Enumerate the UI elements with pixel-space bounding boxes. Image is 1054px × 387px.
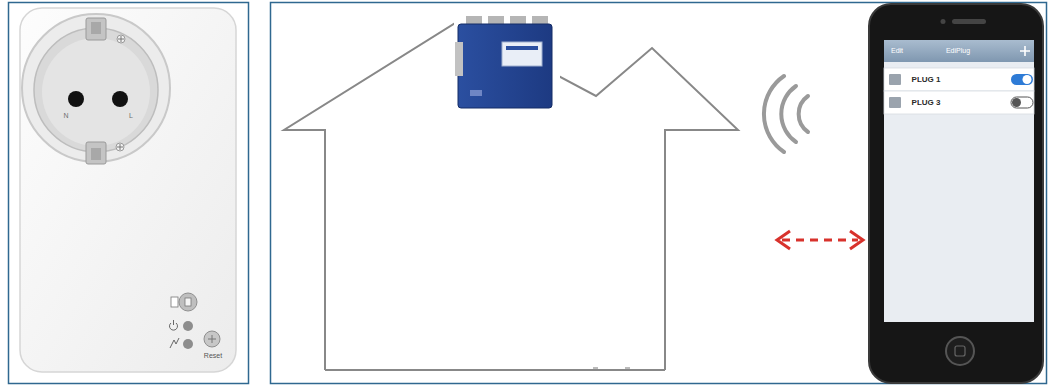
socket-pin-label: L — [129, 112, 133, 120]
wireless-link-arrow — [777, 231, 863, 249]
plug-row-label: PLUG 3 — [912, 99, 941, 108]
button-label: Reset — [204, 352, 222, 360]
ventilation-unit — [454, 14, 560, 112]
socket-pin-label: N — [63, 112, 68, 120]
app-title: EdiPlug — [946, 47, 970, 55]
wifi-signal — [764, 76, 808, 152]
plug-row-label: PLUG 1 — [912, 76, 941, 85]
house-outline — [284, 22, 738, 370]
smart-plug — [20, 8, 236, 372]
right-panel — [271, 3, 1047, 384]
smartphone — [869, 4, 1043, 383]
app-header-button: Edit — [891, 47, 903, 55]
left-panel — [9, 3, 249, 384]
